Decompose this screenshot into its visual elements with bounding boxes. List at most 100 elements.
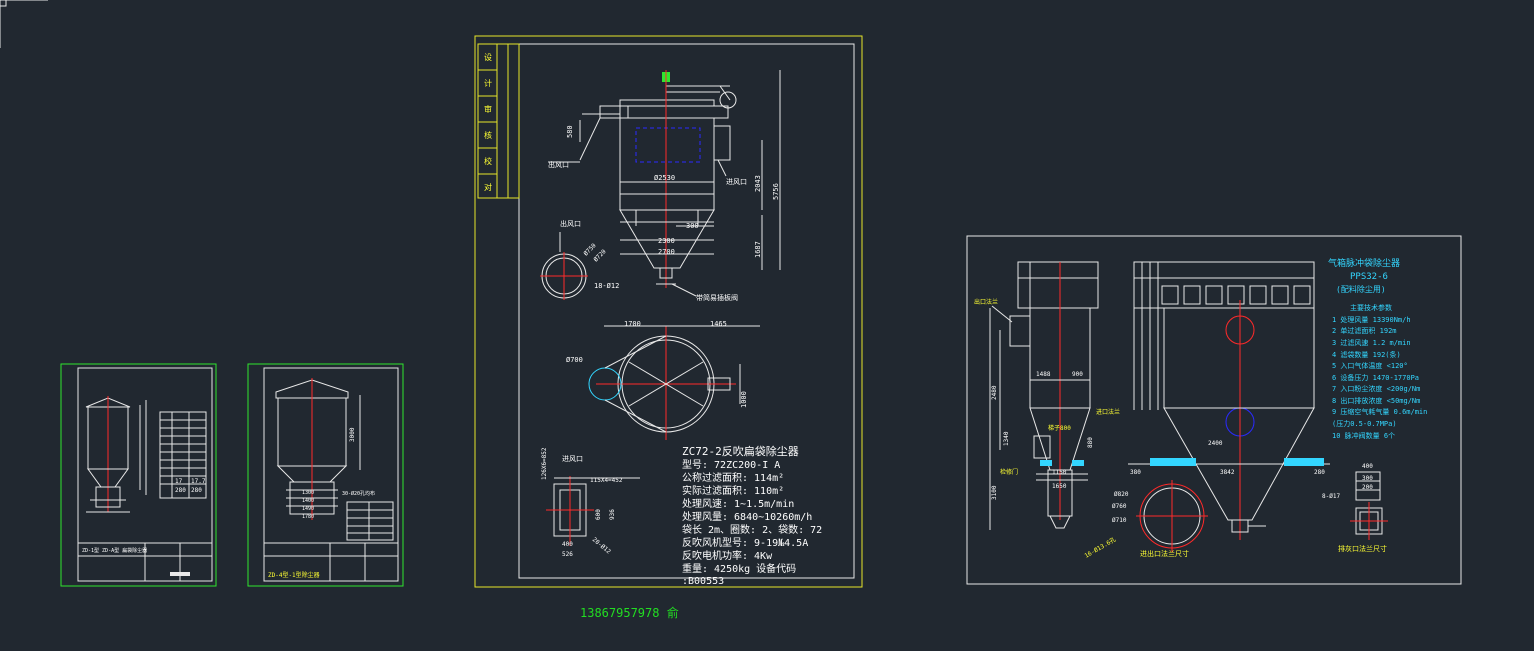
r-param-11: 10 脉冲阀数量 6个 [1332,431,1395,440]
main-plan-view: 1700 1465 Ø700 1000 [566,320,760,440]
dim-936: 936 [609,509,616,520]
r-title2: PPS32-6 [1350,272,1388,282]
thumb2-title-block: ZD-4型-1型除尘器 [263,542,399,582]
dim-526: 526 [562,551,573,558]
thumb1-table-val-1: 17 [175,478,183,485]
dim-2700: 2700 [658,248,675,256]
r-param-10: (压力0.5-0.7MPa) [1332,419,1397,428]
tb-3: 审 [484,104,492,114]
r-param-8: 8 出口排放浓度 <50mg/Nm [1332,396,1420,405]
tb-6: 对 [484,182,492,192]
dim-1000: 1000 [740,391,748,408]
main-sheet[interactable]: 设 计 审 核 校 对 [474,35,863,588]
dim-400: 400 [562,541,573,548]
dim-300: 300 [686,222,699,230]
dim-d700: Ø700 [566,356,583,364]
thumb2-dim-4: 1780 [302,514,314,520]
note-4: 处理风速: 1~1.5m/min [682,498,794,510]
thumb2-title: ZD-4型-1型除尘器 [268,571,320,579]
footer-phone: 13867957978 俞 [580,605,679,620]
note-1: 型号: 72ZC200-I A [682,458,780,471]
tb-2: 计 [484,78,492,88]
r-dim-900: 900 [1072,371,1083,378]
thumbnail-sheet-2[interactable]: 3000 1300 1400 1490 1780 30-Ø20孔均布 ZD-4型… [247,363,404,587]
r-param-3: 3 过滤风速 1.2 m/min [1332,338,1411,347]
note-8: 反吹电机功率: 4Kw [682,549,773,562]
tb-4: 核 [484,130,492,140]
r-dim-1488: 1488 [1036,371,1051,378]
r-param-2: 2 单过滤面积 192m [1332,326,1397,335]
dim-2043: 2043 [754,175,762,192]
main-elevation-view: Ø2530 2300 2700 300 580 2043 5756 1687 出… [548,70,781,302]
r-dim-2400: 2400 [1208,440,1223,447]
thumb2-table [346,501,394,541]
right-params: 气箱脉冲袋除尘器 PPS32-6 (配料除尘用) 主要技术参数 1 处理风量 1… [1328,257,1427,440]
tb-1: 设 [484,52,492,62]
thumb2-dim-2: 1400 [302,498,314,504]
dim-1700: 1700 [624,320,641,328]
thumb1-table: 17 17.7 280 280 [159,411,207,499]
r-dim-3842: 3842 [1220,469,1235,476]
r-dim-d820: Ø820 [1114,491,1129,498]
r-dim-1150: 1150 [1052,469,1067,476]
r-dim-3100: 3100 [991,485,998,500]
right-ash-outlet-flange: 400 300 200 8-Ø17 排灰口法兰尺寸 [1322,463,1388,553]
label-outlet-circle: 出风口 [560,219,581,228]
thumb1-duster-body [85,396,147,513]
dim-d2530: Ø2530 [654,174,675,182]
dim-2300: 2300 [658,237,675,245]
thumb2-duster-body: 3000 1300 1400 1490 1780 30-Ø20孔均布 [275,378,375,520]
thumb1-title-block: ZD-1型 ZD-A型 扁袋除尘器 [77,542,213,582]
r-dim-280: 280 [1314,469,1325,476]
r-dim-1650: 1650 [1052,483,1067,490]
r-param-6: 6 设备压力 1470-1770Pa [1332,373,1419,382]
r-label-ash-flange: 排灰口法兰尺寸 [1338,544,1387,553]
thumb2-dim-height: 3000 [349,427,356,442]
r-label-out-flange: 出口法兰 [974,298,998,306]
note-0: ZC72-2反吹扁袋除尘器 [682,444,799,458]
thumb1-table-val-4: 280 [191,487,202,494]
right-sheet[interactable]: 1488 900 2480 1340 880 3100 1150 1650 出口… [966,235,1462,585]
dim-115x4: 115X4=452 [590,477,623,484]
right-flange-circle: Ø820 Ø760 Ø710 16-Ø13.6孔 进出口法兰尺寸 [1083,480,1208,560]
r-dim-d760: Ø760 [1112,503,1127,510]
r-param-9: 9 压缩空气耗气量 0.6m/min [1332,407,1427,416]
dim-1687: 1687 [754,241,762,258]
label-valve: 带简易插板阀 [696,293,738,302]
r-label-in-flange: 进口法兰 [1096,408,1120,416]
r-dim-200: 200 [1362,484,1373,491]
r-dim-d710: Ø710 [1112,517,1127,524]
r-dim-8holes: 8-Ø17 [1322,493,1340,500]
main-tech-notes: ZC72-2反吹扁袋除尘器 型号: 72ZC200-I A 公称过滤面积: 11… [682,444,822,587]
r-title1: 气箱脉冲袋除尘器 [1328,257,1400,269]
r-dim-400: 400 [1362,463,1373,470]
r-param-4: 4 滤袋数量 192(条) [1332,350,1401,359]
note-9: 重量: 4250kg 设备代码 [682,562,796,575]
dim-600: 600 [595,509,602,520]
thumb2-dim-3: 1490 [302,506,314,512]
r-label-holes: 16-Ø13.6孔 [1083,535,1117,559]
main-left-title-column: 设 计 审 核 校 对 [477,43,520,199]
r-dim-1340: 1340 [1003,431,1010,446]
dim-580: 580 [566,125,574,138]
r-label-inlet: 检修门 [1000,468,1018,476]
dim-20holes: 20-Ø12 [591,536,612,556]
dim-5756: 5756 [772,183,780,200]
label-outlet-top: 出风口 [548,160,569,169]
thumb1-title: ZD-1型 ZD-A型 扁袋除尘器 [82,547,147,554]
dim-1465: 1465 [710,320,727,328]
thumbnail-sheet-1[interactable]: 17 17.7 280 280 ZD-1型 ZD-A型 扁袋除尘器 [60,363,217,587]
crosshair-cursor-icon [0,0,48,48]
r-param-7: 7 入口粉尘浓度 <200g/Nm [1332,384,1420,393]
note-7: 反吹风机型号: 9-19№4.5A [682,536,808,549]
r-label-ladder: 梯子800 [1048,424,1071,432]
thumb2-note: 30-Ø20孔均布 [342,490,375,497]
tb-5: 校 [484,156,492,166]
r-label-inout-flange: 进出口法兰尺寸 [1140,549,1189,558]
r-dim-380: 380 [1130,469,1141,476]
note-10: :B00553 [682,576,724,587]
r-dim-2480: 2480 [991,385,998,400]
dim-18holes: 18-Ø12 [594,282,619,290]
main-inlet-section: 进风口 115X4=452 126X6=852 600 936 400 526 … [541,447,640,558]
